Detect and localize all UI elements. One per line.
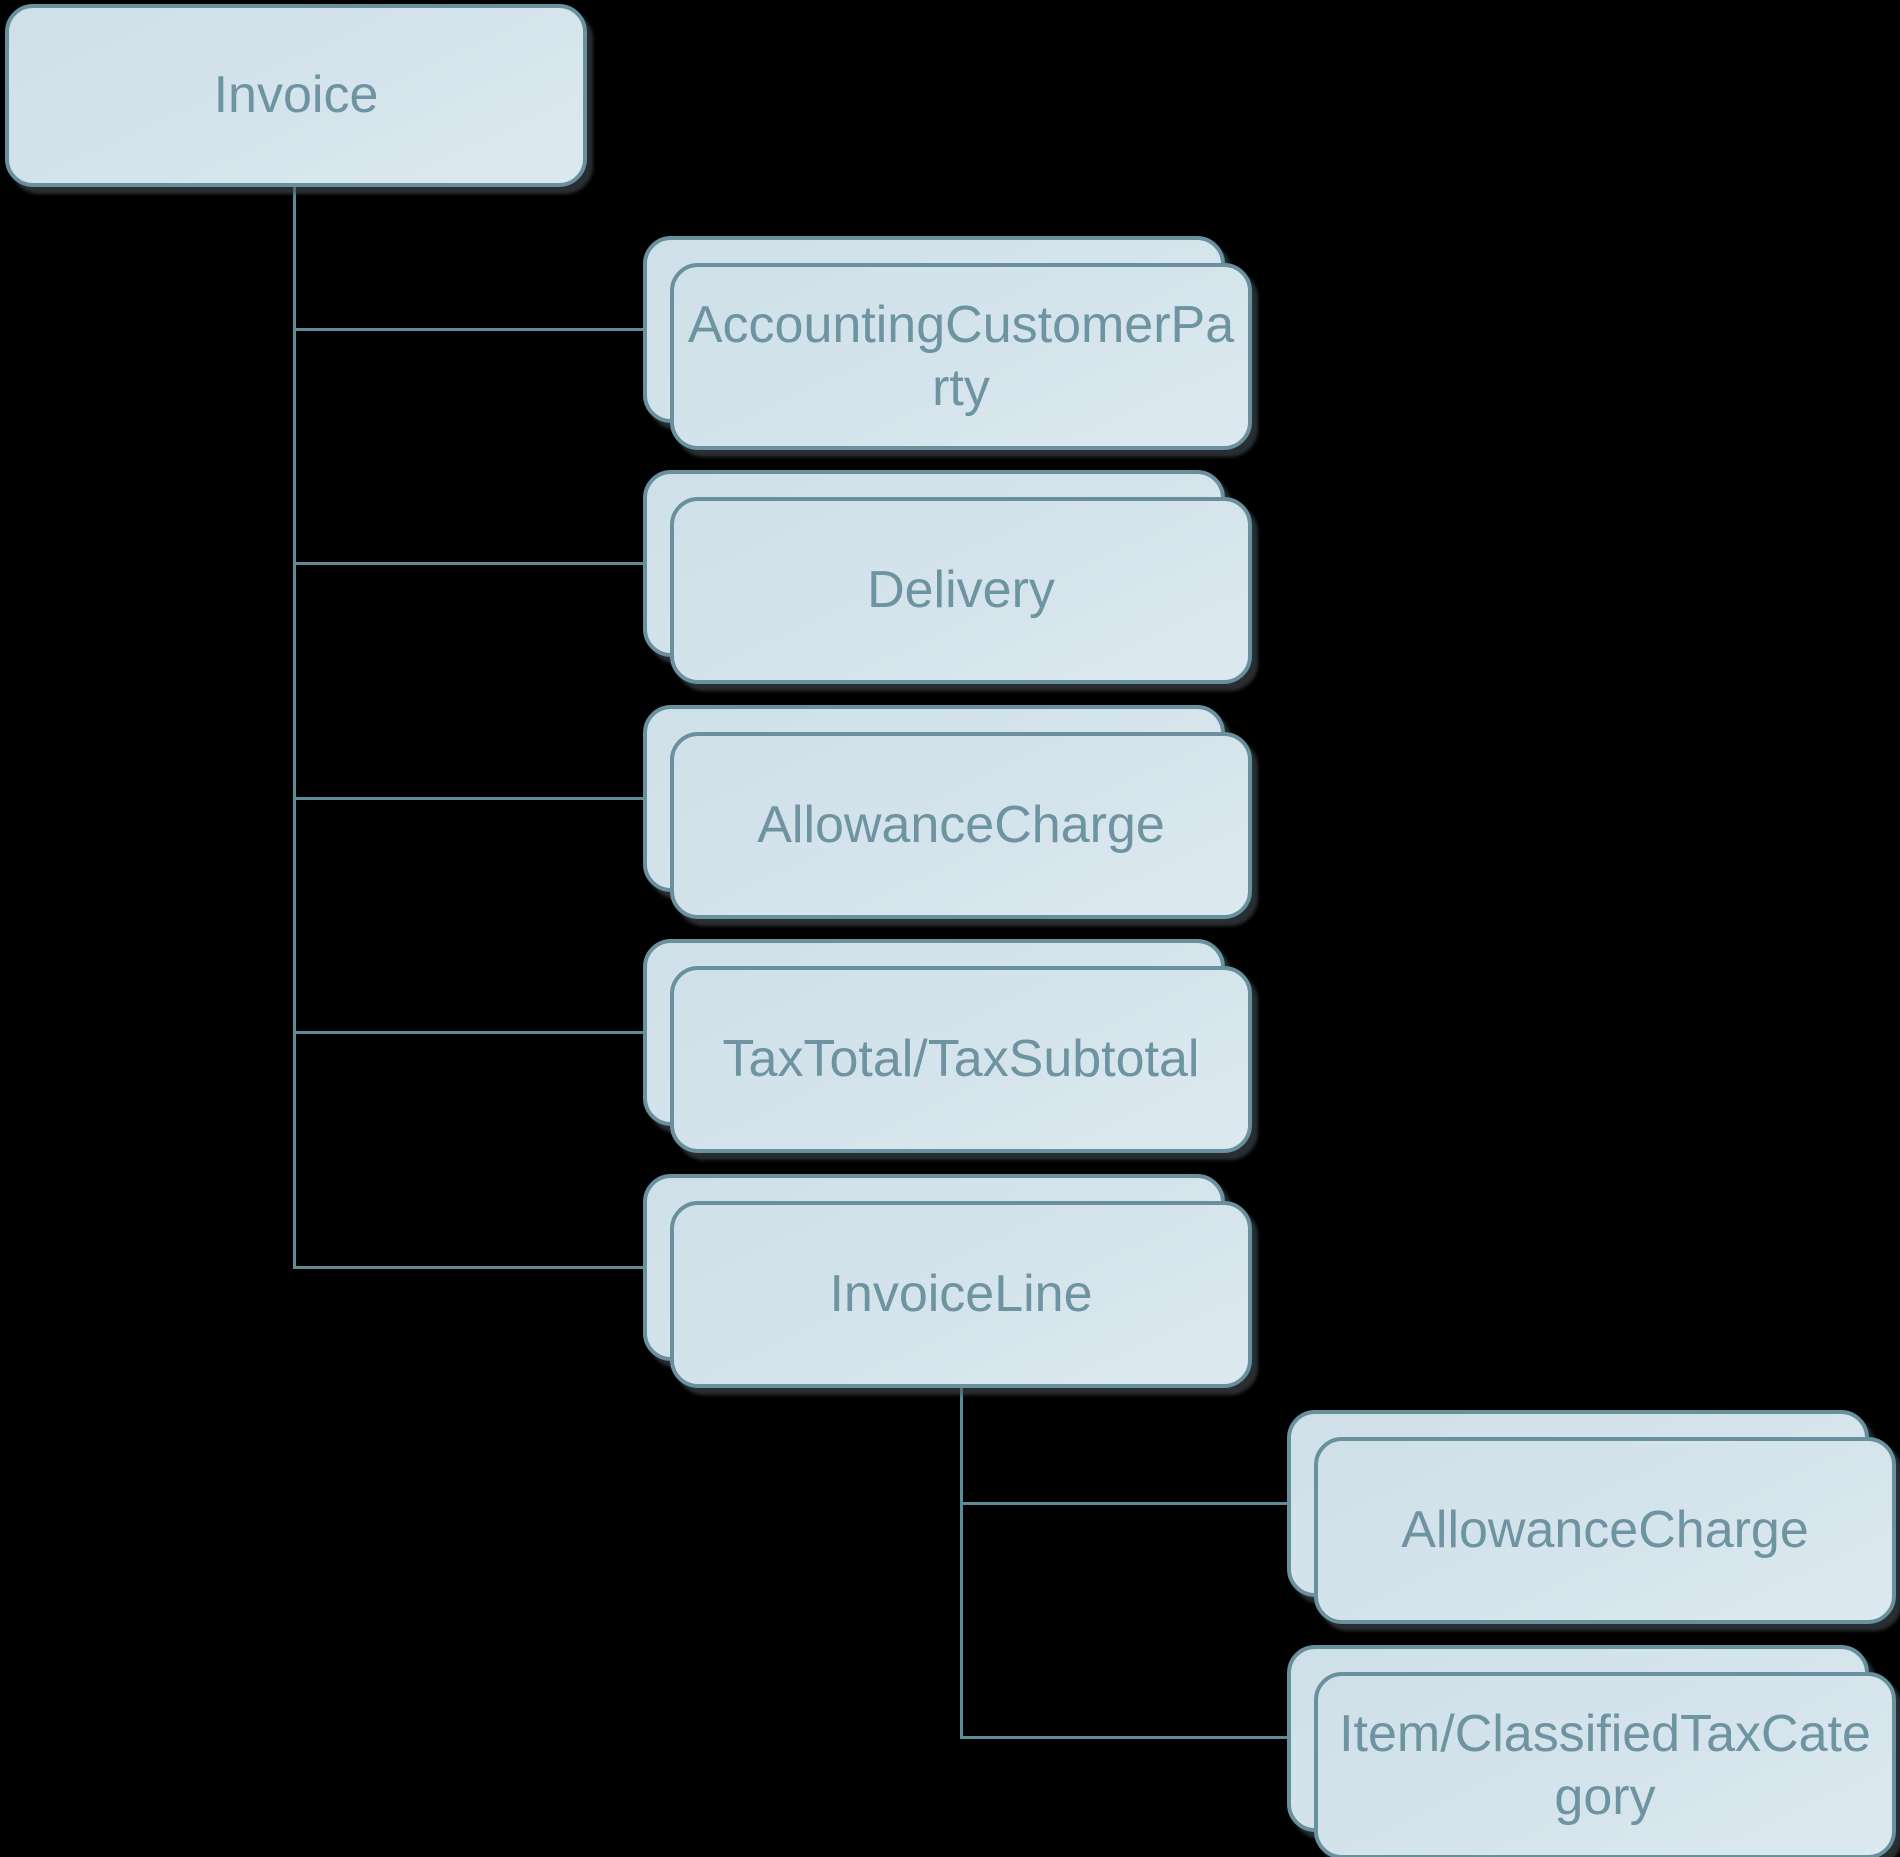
- connector-branch-delivery: [293, 562, 643, 565]
- connector-branch-allowance-charge: [293, 797, 643, 800]
- connector-branch-invoice-line: [293, 1266, 643, 1269]
- connector-trunk-invoice-line: [960, 1388, 963, 1739]
- connector-trunk-invoice: [293, 186, 296, 1269]
- stack-front-box: InvoiceLine: [670, 1201, 1252, 1388]
- node-invoice[interactable]: Invoice: [5, 4, 587, 187]
- connector-branch-tax-total: [293, 1031, 643, 1034]
- node-allowance-charge-label: AllowanceCharge: [757, 796, 1165, 855]
- node-delivery[interactable]: Delivery: [643, 470, 1252, 684]
- node-tax-total-tax-subtotal-label: TaxTotal/TaxSubtotal: [722, 1030, 1200, 1089]
- node-tax-total-tax-subtotal[interactable]: TaxTotal/TaxSubtotal: [643, 939, 1252, 1153]
- node-delivery-label: Delivery: [867, 561, 1055, 620]
- node-accounting-customer-party[interactable]: AccountingCustomerPa rty: [643, 236, 1252, 450]
- stack-front-box: AccountingCustomerPa rty: [670, 263, 1252, 450]
- invoice-box: Invoice: [5, 4, 587, 187]
- connector-branch-line-allowance-charge: [960, 1502, 1287, 1505]
- stack-front-box: AllowanceCharge: [1314, 1437, 1896, 1624]
- node-invoice-label: Invoice: [213, 66, 379, 125]
- connector-branch-item-classified-tax-category: [960, 1736, 1287, 1739]
- node-invoice-line-allowance-charge-label: AllowanceCharge: [1401, 1501, 1809, 1560]
- stack-front-box: AllowanceCharge: [670, 732, 1252, 919]
- node-item-classified-tax-category-label: Item/ClassifiedTaxCate gory: [1339, 1705, 1871, 1826]
- stack-front-box: Delivery: [670, 497, 1252, 684]
- node-invoice-line-allowance-charge[interactable]: AllowanceCharge: [1287, 1410, 1896, 1624]
- stack-front-box: TaxTotal/TaxSubtotal: [670, 966, 1252, 1153]
- node-item-classified-tax-category[interactable]: Item/ClassifiedTaxCate gory: [1287, 1645, 1896, 1857]
- connector-branch-accounting-customer-party: [293, 328, 643, 331]
- node-allowance-charge[interactable]: AllowanceCharge: [643, 705, 1252, 919]
- stack-front-box: Item/ClassifiedTaxCate gory: [1314, 1672, 1896, 1857]
- node-accounting-customer-party-label: AccountingCustomerPa rty: [687, 296, 1235, 417]
- node-invoice-line-label: InvoiceLine: [829, 1265, 1093, 1324]
- node-invoice-line[interactable]: InvoiceLine: [643, 1174, 1252, 1388]
